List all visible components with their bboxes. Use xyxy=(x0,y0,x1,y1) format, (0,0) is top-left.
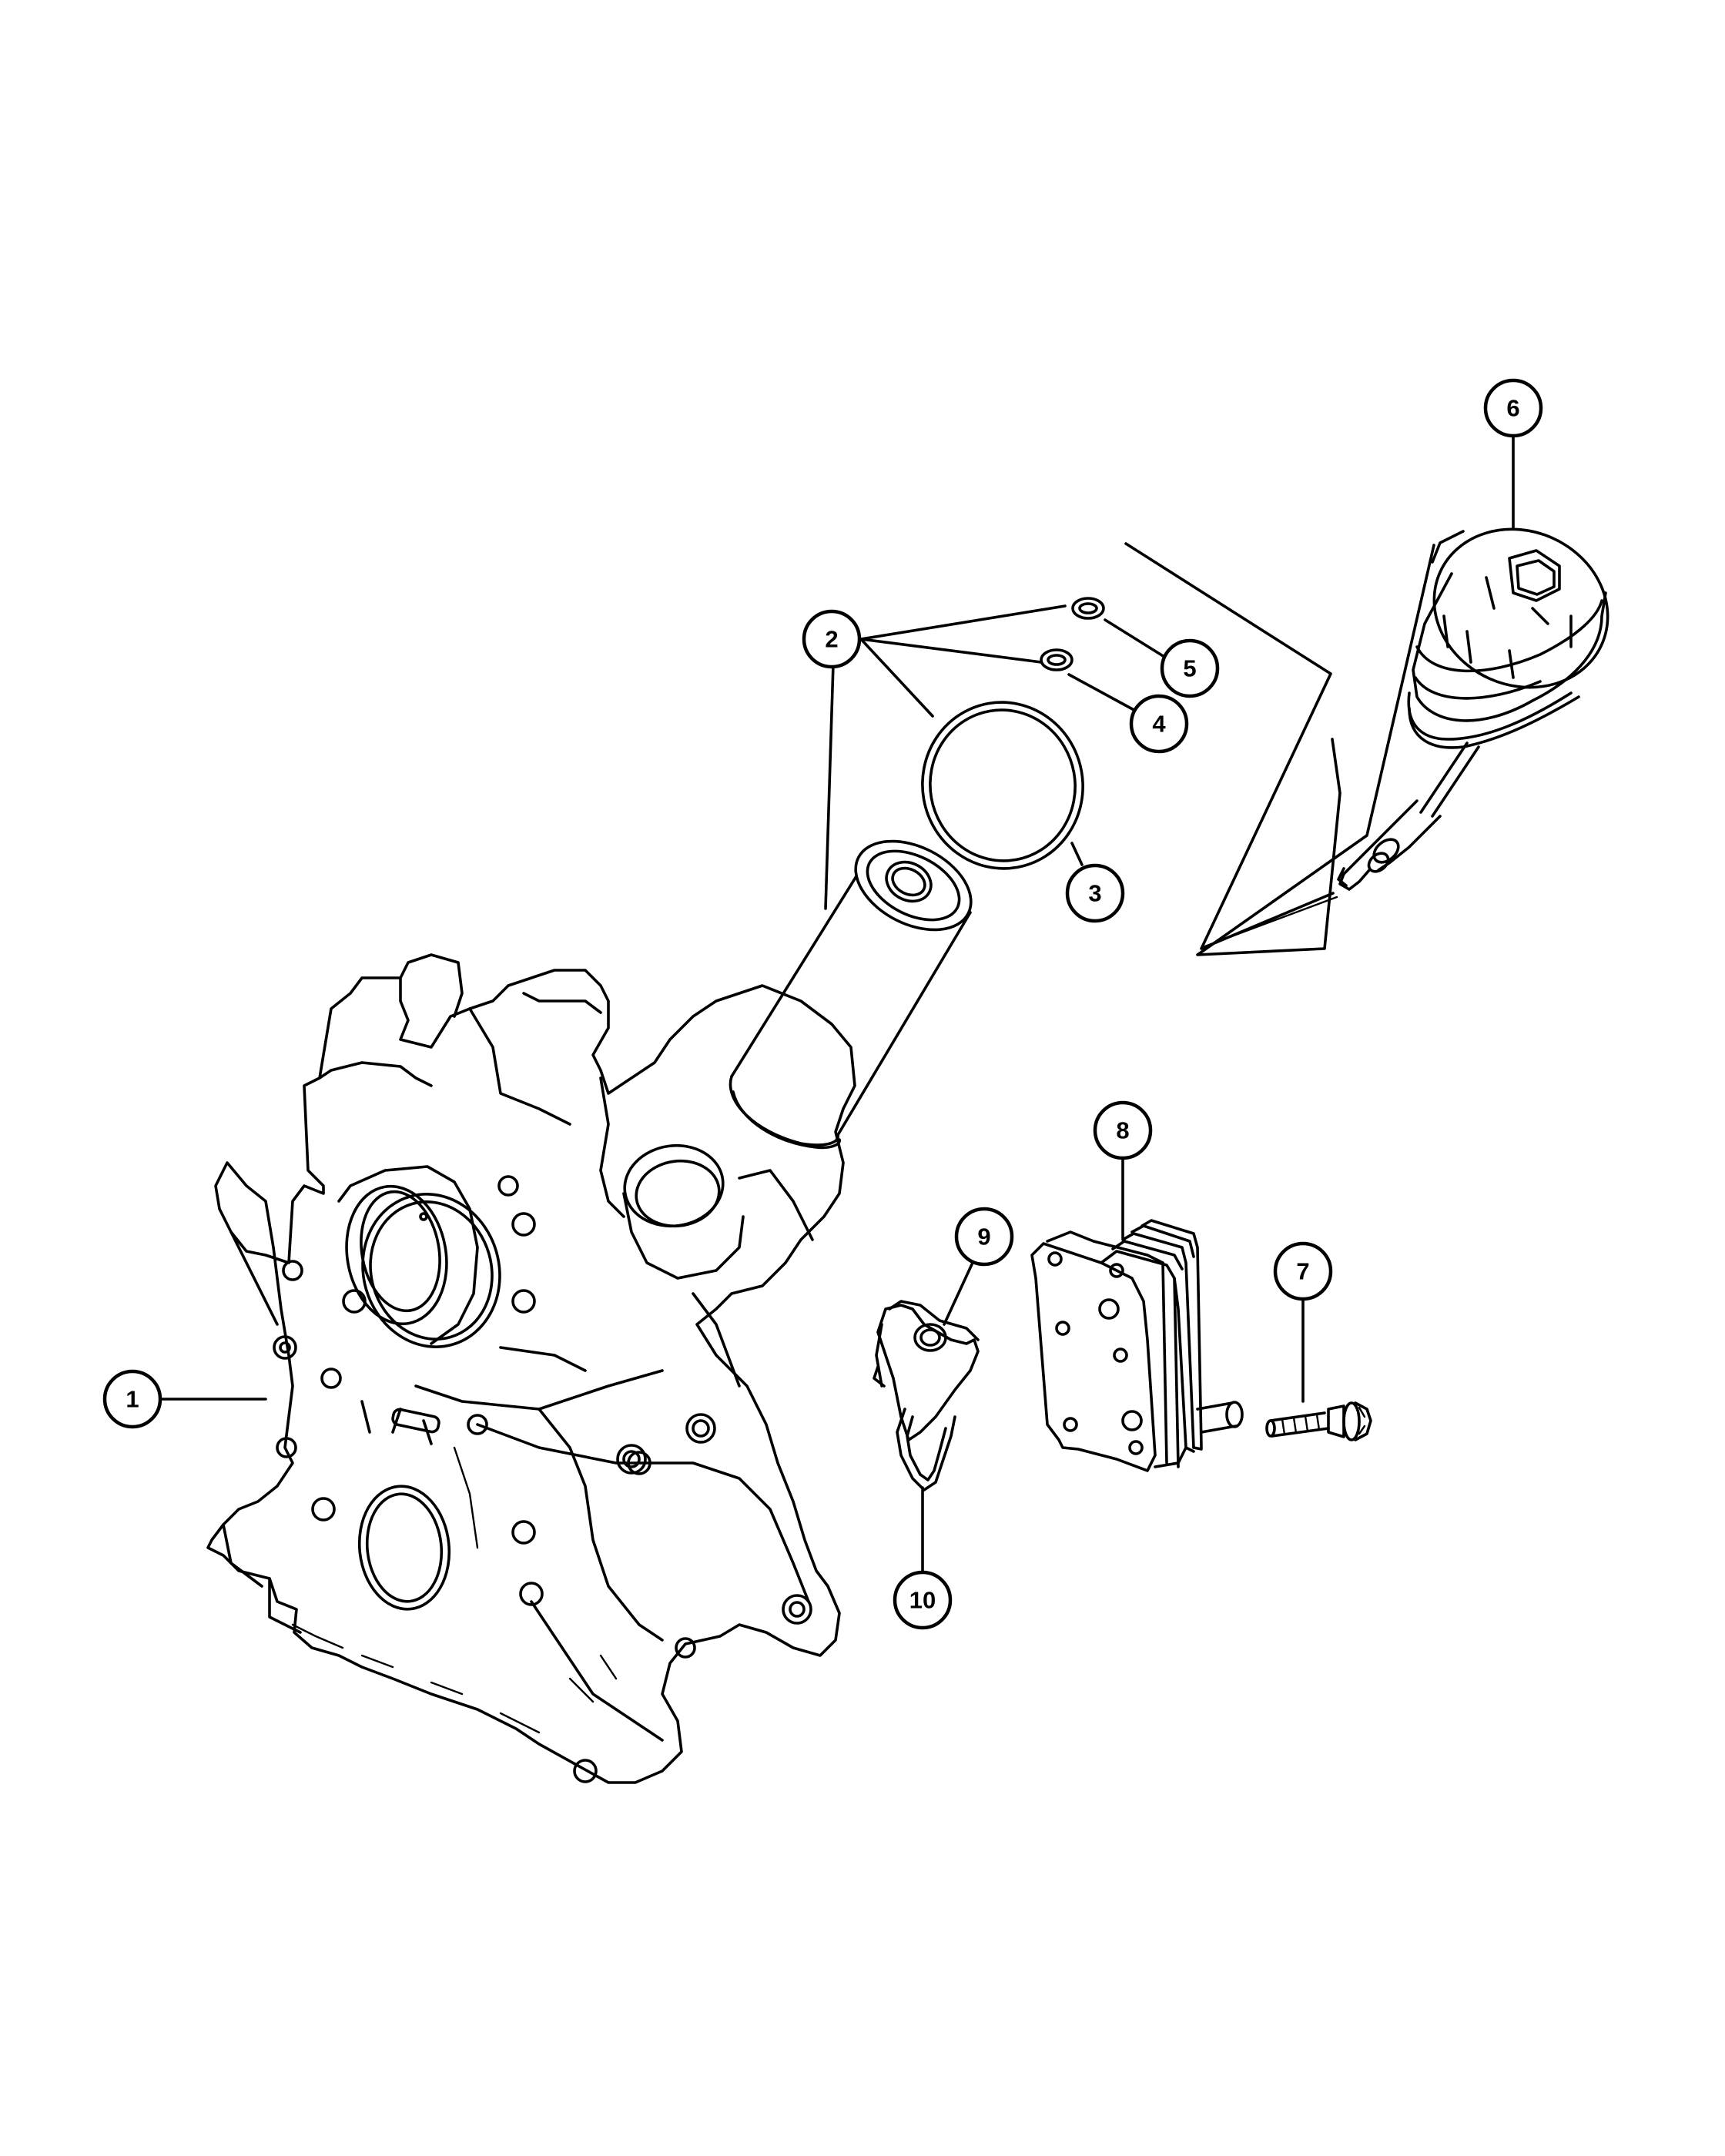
callout-4-label: 4 xyxy=(1152,711,1166,738)
callout-8-label: 8 xyxy=(1116,1117,1129,1144)
callout-6: 6 xyxy=(1483,378,1543,438)
small-o-ring-4 xyxy=(1040,648,1074,671)
cooler-gasket-9 xyxy=(873,1300,980,1441)
large-o-ring xyxy=(921,701,1084,870)
callout-8: 8 xyxy=(1093,1100,1153,1160)
callout-2: 2 xyxy=(802,609,862,669)
front-cover-part xyxy=(206,953,856,1784)
callout-10-label: 10 xyxy=(909,1587,936,1614)
bolt xyxy=(1265,1401,1372,1441)
oil-cooler xyxy=(1030,1219,1244,1472)
cooler-gasket-10 xyxy=(896,1408,956,1491)
callout-6-label: 6 xyxy=(1506,395,1519,422)
callout-5-label: 5 xyxy=(1183,655,1196,682)
oil-filter-element xyxy=(729,839,973,1150)
callout-1: 1 xyxy=(102,1369,162,1429)
callout-9: 9 xyxy=(954,1207,1014,1267)
callout-2-label: 2 xyxy=(825,626,838,653)
callout-3-label: 3 xyxy=(1088,880,1101,907)
callout-5: 5 xyxy=(1160,638,1220,698)
callout-10: 10 xyxy=(893,1570,953,1630)
callout-1-label: 1 xyxy=(126,1386,139,1413)
leader-lines xyxy=(159,435,1515,1575)
callout-7-label: 7 xyxy=(1296,1258,1309,1285)
callout-9-label: 9 xyxy=(977,1224,990,1250)
callout-7: 7 xyxy=(1273,1241,1333,1301)
small-o-ring-5 xyxy=(1071,597,1105,620)
oil-filter-cap xyxy=(1124,527,1609,956)
callout-3: 3 xyxy=(1065,863,1125,923)
callout-4: 4 xyxy=(1129,694,1189,754)
